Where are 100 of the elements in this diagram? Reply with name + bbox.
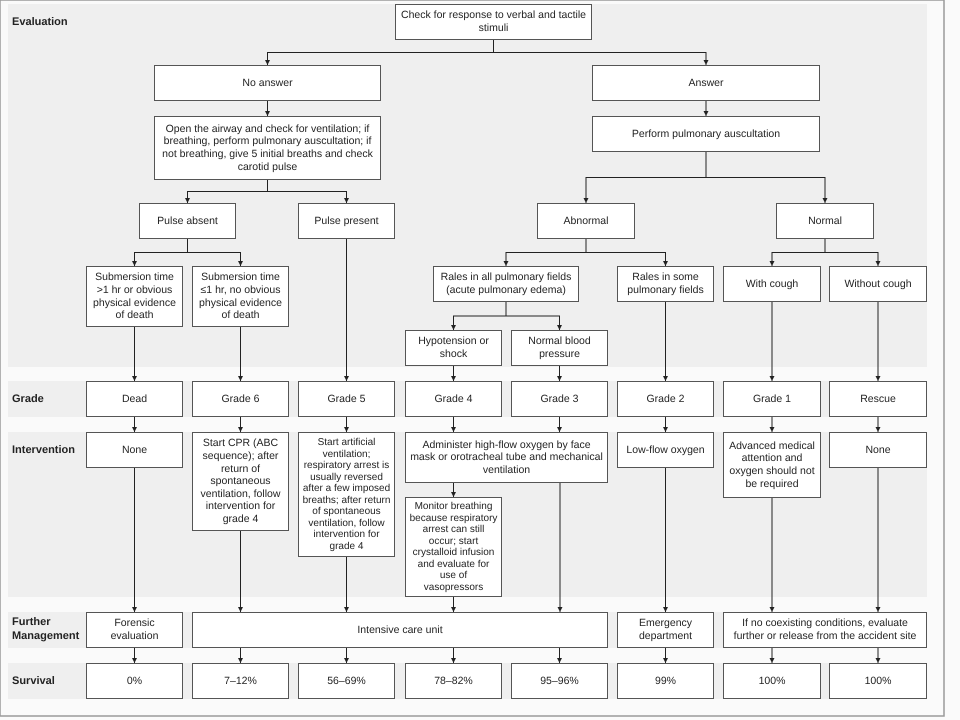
box-text: 100% xyxy=(864,674,892,688)
flow-box xyxy=(192,663,289,699)
flow-box xyxy=(86,663,183,699)
flow-box xyxy=(617,381,714,417)
flow-box xyxy=(776,203,874,239)
box-text: Rales in some pulmonary fields xyxy=(626,271,705,297)
flow-box xyxy=(192,612,608,648)
flow-box xyxy=(592,116,820,152)
arrow xyxy=(704,100,708,116)
box-text: Grade 5 xyxy=(328,392,366,406)
arrow xyxy=(493,40,708,66)
row-heading: Intervention xyxy=(12,444,76,458)
box-text: Open the airway and check for ventilation; if breathing, perform pulmonary auscultation; if not breathing, give 5 initial breaths and check carotid pulse xyxy=(161,122,374,174)
arrow xyxy=(132,648,137,664)
flow-box xyxy=(154,65,381,101)
arrow xyxy=(267,180,349,204)
arrow xyxy=(824,238,880,266)
arrow xyxy=(238,326,243,382)
box-text: If no coexisting conditions, evaluate further or release from the accident site xyxy=(732,617,918,643)
flow-box xyxy=(86,432,183,468)
box-text: Without cough xyxy=(844,278,912,290)
arrow xyxy=(265,100,270,116)
arrow xyxy=(187,238,243,266)
arrow xyxy=(451,648,456,664)
flow-box xyxy=(592,65,820,101)
box-text: Low-flow oxygen xyxy=(626,444,705,456)
flow-box xyxy=(617,432,714,468)
box-text: 99% xyxy=(654,674,676,688)
arrow xyxy=(132,468,137,612)
flow-box xyxy=(298,663,395,699)
arrow xyxy=(451,366,456,382)
box-text: No answer xyxy=(242,76,293,90)
box-text: Start artificial ventilation; respiratory arrest is usually reversed after a few imposed breaths; after return of spontaneous ventilation, follow intervention for grade 4 xyxy=(302,437,391,552)
flow-box xyxy=(86,266,183,327)
row-heading: Evaluation xyxy=(12,16,69,30)
flow-box xyxy=(617,612,714,648)
arrow xyxy=(876,648,880,664)
arrow xyxy=(344,416,349,432)
flow-box xyxy=(829,663,927,699)
row-heading: Further Management xyxy=(12,616,80,644)
arrow xyxy=(876,302,880,382)
box-text: Pulse present xyxy=(314,214,379,228)
box-text: Abnormal xyxy=(564,214,608,228)
box-text: Rales in all pulmonary fields (acute pulmonary edema) xyxy=(440,271,572,297)
box-text: Hypotension or shock xyxy=(417,335,490,361)
flow-box xyxy=(192,432,289,531)
box-text: Normal blood pressure xyxy=(527,335,592,361)
flow-box xyxy=(617,663,714,699)
flow-box xyxy=(298,381,395,417)
arrow xyxy=(663,648,668,664)
box-text: Rescue xyxy=(860,392,896,406)
arrow xyxy=(586,238,668,266)
box-text: Normal xyxy=(808,214,842,228)
arrow xyxy=(557,648,562,664)
box-text: Emergency department xyxy=(638,617,694,643)
arrow xyxy=(663,468,668,612)
arrow xyxy=(132,416,137,432)
box-text: Grade 1 xyxy=(753,392,791,406)
box-text: Answer xyxy=(688,76,724,90)
flow-box xyxy=(829,266,927,302)
flow-box xyxy=(433,266,579,302)
arrow xyxy=(344,238,349,382)
arrow xyxy=(344,556,349,612)
flow-box xyxy=(192,381,289,417)
arrow xyxy=(770,648,774,664)
box-text: None xyxy=(865,444,891,456)
arrow xyxy=(706,152,828,204)
arrow xyxy=(663,302,668,382)
flow-box xyxy=(405,381,502,417)
row-heading: Survival xyxy=(12,675,56,689)
box-text: Administer high-flow oxygen by face mask or orotracheal tube and mechanical ventilation xyxy=(409,438,604,476)
box-text: 95–96% xyxy=(540,674,579,688)
flow-box xyxy=(298,203,395,239)
box-text: Submersion time >1 hr or obvious physical evidence of death xyxy=(92,271,177,322)
flow-box xyxy=(511,663,608,699)
flow-box xyxy=(405,432,608,483)
box-text: 78–82% xyxy=(434,674,473,688)
box-text: Monitor breathing because respiratory arrest can still occur; start crystalloid infusion and evaluate for use of vasopressors xyxy=(409,501,498,593)
arrow xyxy=(451,596,456,612)
flow-box xyxy=(405,330,502,366)
arrow xyxy=(558,482,562,612)
box-text: Check for response to verbal and tactile stimuli xyxy=(400,9,588,35)
flow-box xyxy=(511,381,608,417)
arrow xyxy=(132,326,137,382)
box-text: Perform pulmonary auscultation xyxy=(632,128,780,140)
flow-box xyxy=(86,612,183,648)
flow-box xyxy=(723,612,927,648)
box-text: 7–12% xyxy=(224,674,257,688)
flow-box xyxy=(511,330,608,366)
arrow xyxy=(344,648,349,664)
flow-box xyxy=(617,266,714,302)
flow-box xyxy=(537,203,635,239)
row-heading: Grade xyxy=(12,393,45,407)
flow-box xyxy=(723,266,821,302)
box-text: Submersion time ≤1 hr, no obvious physical evidence of death xyxy=(198,271,283,322)
flow-box xyxy=(395,4,592,40)
box-text: 100% xyxy=(758,674,786,688)
box-text: Advanced medical attention and oxygen should not be required xyxy=(728,440,816,490)
box-text: Forensic evaluation xyxy=(110,617,160,643)
box-text: None xyxy=(122,444,148,456)
